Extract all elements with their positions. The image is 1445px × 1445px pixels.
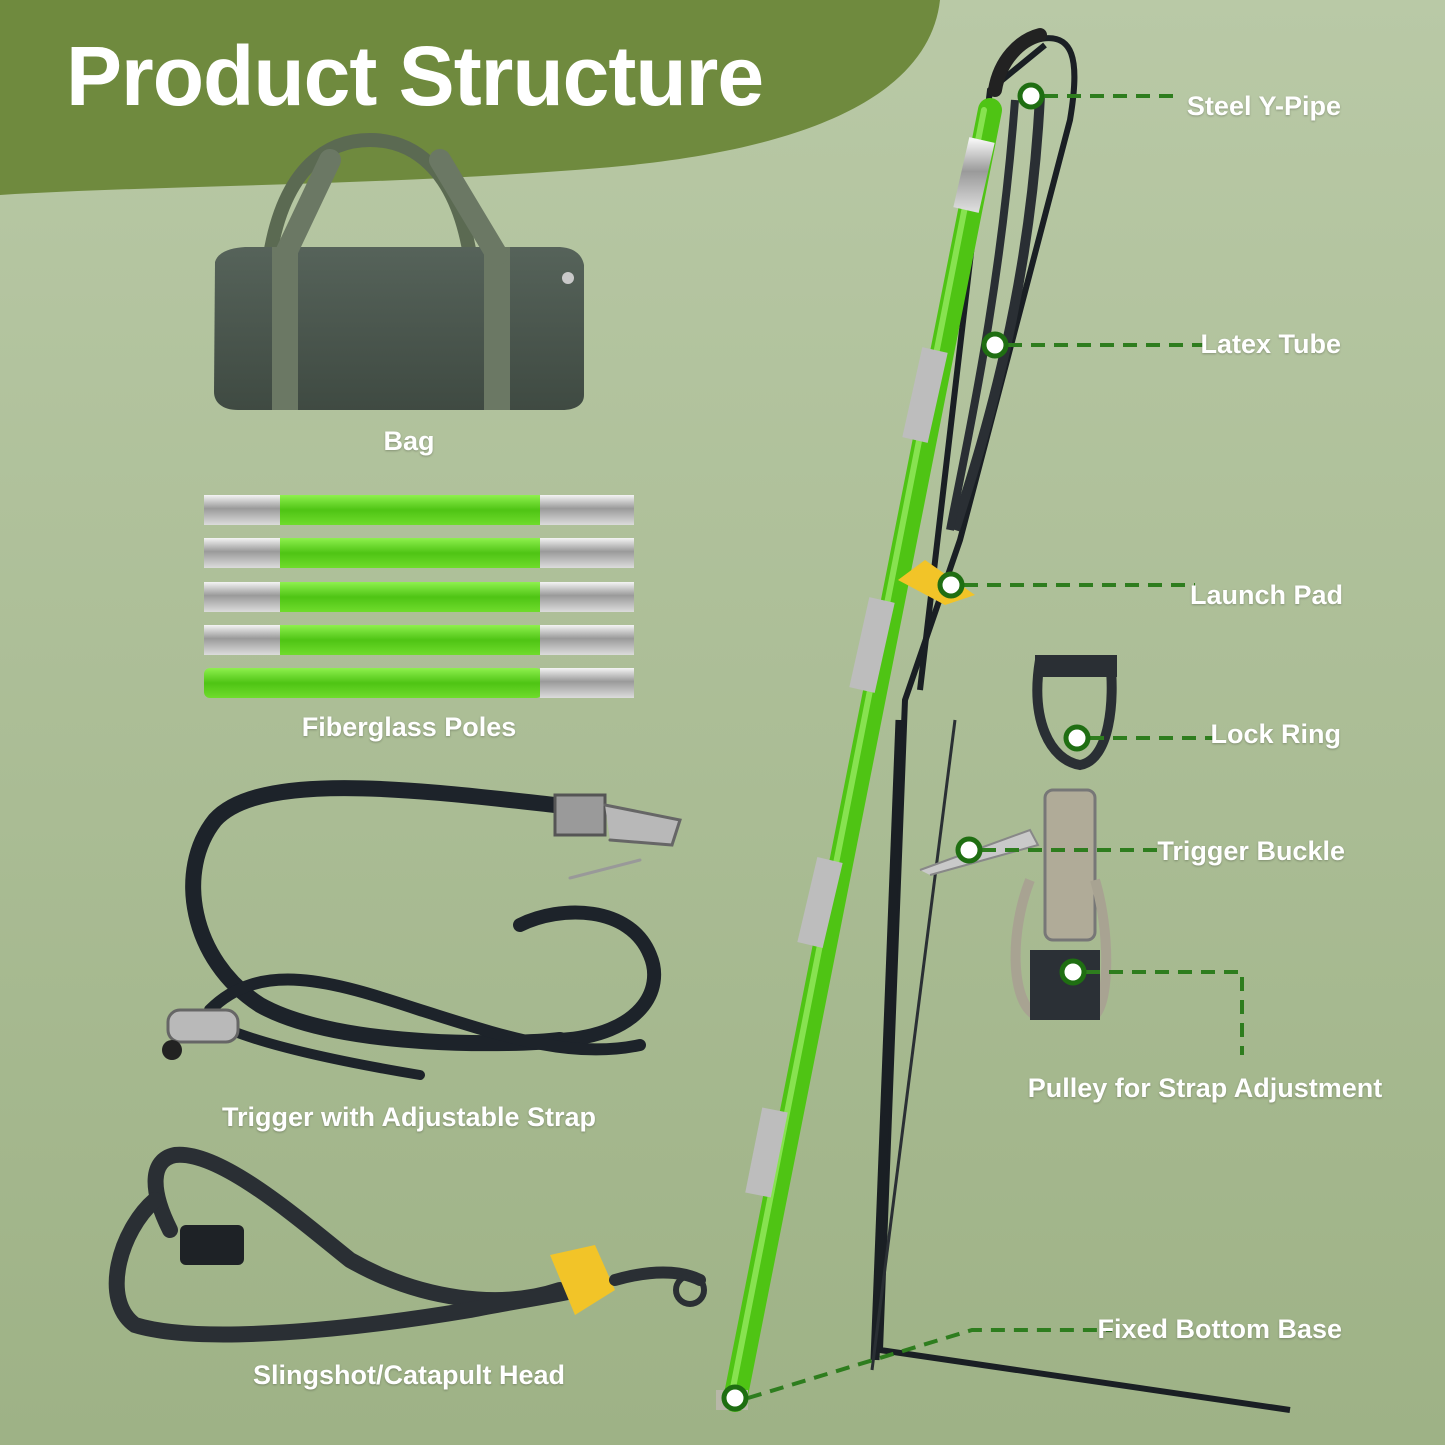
marker-pulley	[1059, 958, 1087, 986]
bag-label: Bag	[383, 426, 435, 456]
trigger-buckle-label: Trigger Buckle	[1157, 836, 1345, 866]
pole-5	[204, 668, 634, 698]
latex-tube-label: Latex Tube	[1200, 329, 1341, 359]
callout-line-pulley	[1086, 970, 1244, 1055]
lock-ring-label: Lock Ring	[1210, 719, 1341, 749]
page-title: Product Structure	[66, 29, 764, 123]
marker-launch-pad	[937, 571, 965, 599]
assembled-catapult-illustration	[716, 28, 1291, 1413]
fiberglass-poles-label: Fiberglass Poles	[301, 712, 517, 742]
pole-2	[204, 538, 634, 568]
marker-fixed-base	[721, 1384, 749, 1412]
slingshot-head-label: Slingshot/Catapult Head	[252, 1360, 566, 1390]
trigger-detail-illustration	[919, 655, 1117, 1020]
marker-lock-ring	[1063, 724, 1091, 752]
marker-steel-y-pipe	[1017, 82, 1045, 110]
marker-latex-tube	[981, 331, 1009, 359]
trigger-strap-illustration	[162, 780, 682, 1080]
fixed-base-label: Fixed Bottom Base	[1097, 1314, 1342, 1344]
pulley-label: Pulley for Strap Adjustment	[1027, 1073, 1383, 1103]
marker-trigger-buckle	[955, 836, 983, 864]
launch-pad-label: Launch Pad	[1189, 580, 1343, 610]
pole-4	[204, 625, 634, 655]
header-band	[0, 0, 940, 195]
callout-lines	[747, 94, 1244, 1400]
pole-3	[204, 582, 634, 612]
callout-markers	[721, 82, 1091, 1412]
fiberglass-poles-illustration	[204, 495, 634, 698]
steel-y-pipe-label: Steel Y-Pipe	[1186, 91, 1341, 121]
trigger-strap-label: Trigger with Adjustable Strap	[221, 1102, 597, 1132]
pole-1	[204, 495, 634, 525]
callout-line-fixed-base	[747, 1328, 1112, 1400]
bag-illustration	[214, 132, 584, 410]
slingshot-head-illustration	[108, 1146, 707, 1343]
